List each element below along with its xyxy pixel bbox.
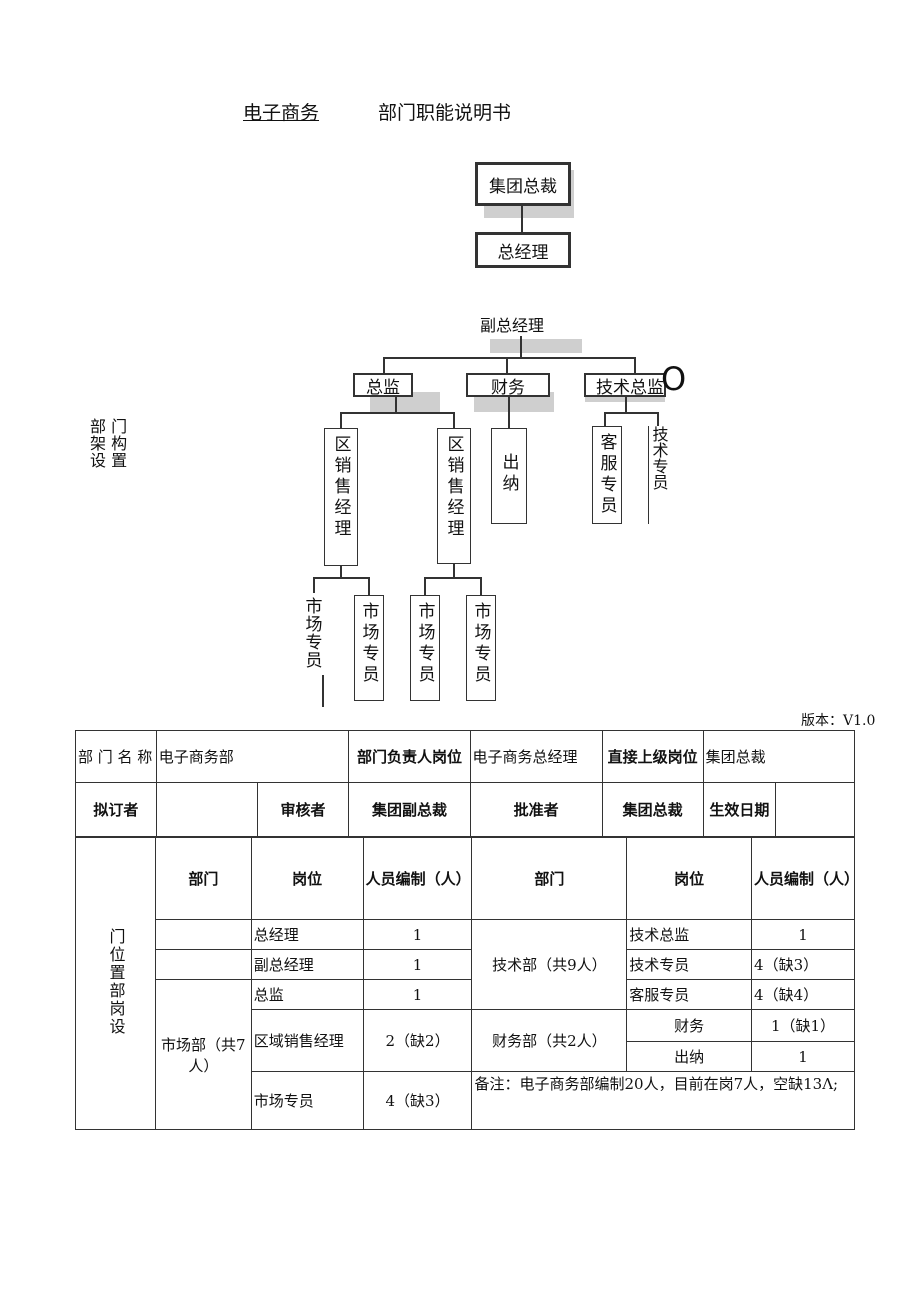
left-post-1: 副总经理: [250, 949, 364, 980]
structure-label: 部 门 架 构 设 置: [90, 417, 128, 470]
col-count-left: 人员编制（人）: [362, 837, 473, 920]
org-label-vgm: 副总经理: [480, 316, 545, 335]
right-post-2: 客服专员: [626, 979, 753, 1010]
dept-name-value: 电子商务部: [155, 730, 350, 783]
left-count-2: 1: [362, 979, 473, 1010]
col-post-left: 岗位: [250, 837, 364, 920]
right-dept-finance: 财务部（共2人）: [471, 1009, 628, 1072]
org-box-finance: 财务: [466, 373, 550, 398]
col-count-right: 人员编制（人）: [751, 837, 859, 920]
dept-name-label: 部 门 名 称: [75, 730, 157, 783]
effective-label: 生效日期: [702, 782, 777, 837]
left-dept-0: [154, 919, 252, 950]
right-count-1: 4（缺3）: [751, 949, 855, 980]
left-count-1: 1: [362, 949, 473, 980]
left-dept-market: 市场部（共7人）: [154, 979, 252, 1130]
left-post-3: 区域销售经理: [250, 1009, 364, 1072]
doc-title-dept: 电子商务: [243, 102, 320, 124]
reviewer-label: 审核者: [256, 782, 350, 837]
right-dept-tech: 技术部（共9人）: [471, 919, 628, 1010]
org-box-market-4: 市场专员: [466, 595, 496, 701]
effective-value: [775, 782, 855, 837]
left-post-4: 市场专员: [250, 1071, 364, 1130]
org-marker: O: [661, 360, 687, 398]
org-box-cashier: 出纳: [491, 428, 527, 524]
drafter-label: 拟订者: [75, 782, 157, 837]
right-post-1: 技术专员: [626, 949, 753, 980]
right-count-3: 1（缺1）: [751, 1009, 855, 1042]
col-dept-right: 部门: [471, 837, 628, 920]
left-post-0: 总经理: [250, 919, 364, 950]
approver-value: 集团总裁: [601, 782, 704, 837]
superior-value: 集团总裁: [702, 730, 856, 783]
org-box-tech: 技术专员: [648, 426, 669, 524]
org-box-president: 集团总裁: [475, 162, 571, 206]
reviewer-value: 集团副总裁: [348, 782, 471, 837]
org-box-cs: 客服专员: [592, 426, 622, 524]
drafter-value: [155, 782, 258, 837]
right-count-4: 1: [751, 1041, 855, 1072]
org-box-sales-mgr-2: 区销售经理: [437, 428, 471, 564]
org-box-director: 总监: [353, 373, 413, 398]
left-count-0: 1: [362, 919, 473, 950]
posts-note: 备注：电子商务部编制20人，目前在岗7人，空缺13Λ;: [471, 1071, 855, 1130]
approver-label: 批准者: [469, 782, 603, 837]
head-value: 电子商务总经理: [469, 730, 603, 783]
left-count-3: 2（缺2）: [362, 1009, 473, 1072]
left-count-4: 4（缺3）: [362, 1071, 473, 1130]
org-box-market-1: 市场专员: [300, 593, 324, 707]
right-post-0: 技术总监: [626, 919, 753, 950]
left-dept-1: [154, 949, 252, 980]
right-post-4: 出纳: [626, 1041, 753, 1072]
right-count-0: 1: [751, 919, 855, 950]
right-count-2: 4（缺4）: [751, 979, 855, 1010]
org-box-market-3: 市场专员: [410, 595, 440, 701]
posts-section-label: 门位置部岗设: [75, 837, 156, 1130]
org-box-cto: 技术总监: [584, 373, 666, 397]
version-label: 版本：V1.0: [801, 713, 876, 729]
head-label: 部门负责人岗位: [348, 730, 471, 783]
col-post-right: 岗位: [626, 837, 753, 920]
org-box-market-2: 市场专员: [354, 595, 384, 701]
superior-label: 直接上级岗位: [601, 730, 704, 783]
col-dept-left: 部门: [154, 837, 252, 920]
posts-table: 门位置部岗设 部门 岗位 人员编制（人） 部门 岗位 人员编制（人） 总经理 1…: [75, 837, 859, 1130]
org-box-sales-mgr-1: 区销售经理: [324, 428, 358, 566]
left-post-2: 总监: [250, 979, 364, 1010]
doc-title: 部门职能说明书: [378, 102, 512, 124]
org-box-gm: 总经理: [475, 232, 571, 268]
right-post-3: 财务: [626, 1009, 753, 1042]
info-table: 部 门 名 称 电子商务部 部门负责人岗位 电子商务总经理 直接上级岗位 集团总…: [75, 730, 856, 837]
